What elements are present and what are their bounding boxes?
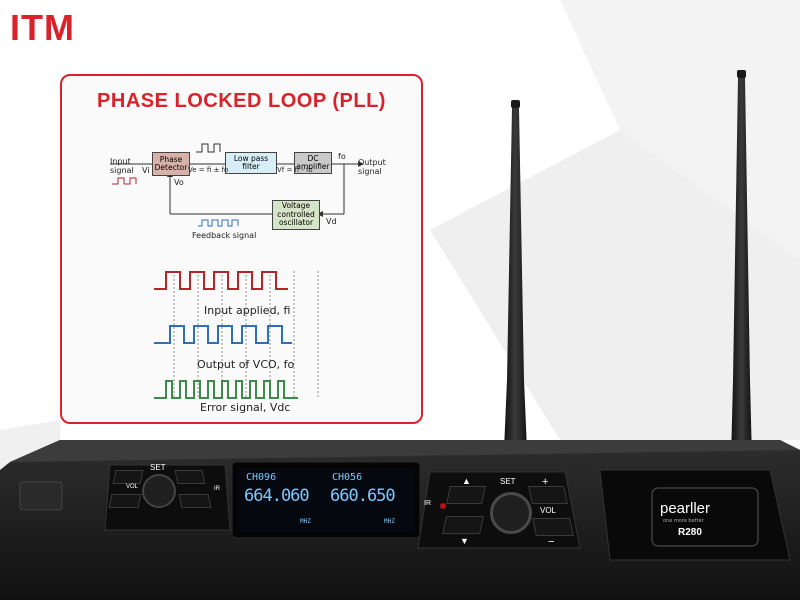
feedback-signal-wave [198,219,239,227]
left-vol-button[interactable] [178,494,212,508]
display-unit-a: MHZ [300,518,311,525]
right-minus-button[interactable] [532,518,574,536]
fo-label: fo [338,152,346,161]
antenna-right [731,78,752,460]
antenna-tip [511,100,520,108]
wave-vco [154,325,292,344]
low-pass-filter-block: Low pass filter [225,152,277,174]
input-signal-label: Input signal [110,157,134,175]
up-arrow-icon: ▲ [462,476,471,486]
antenna-tip [737,70,746,78]
left-vol-label: VOL [126,484,139,490]
ve-label: Ve = fi ± fo [188,166,229,174]
logo-subtext: Audio [74,36,103,47]
waveform-label-vco: Output of VCO, fo [197,358,295,371]
right-up-button[interactable] [446,486,486,504]
output-signal-label: Output signal [358,158,386,176]
ir-indicator-led [440,503,446,509]
right-ir-label: IR [424,500,431,507]
dc-amplifier-block: DC amplifier [294,152,332,174]
pll-diagram-card: PHASE LOCKED LOOP (PLL) Phase Detector L… [60,74,423,424]
waveform-label-error: Error signal, Vdc [200,401,291,414]
vco-block: Voltage controlled oscillator [272,200,320,230]
display-unit-b: MHZ [384,518,395,525]
brand-tagline: one more better [663,518,704,524]
left-volume-knob[interactable] [142,474,176,508]
brand-name: pearller [660,500,711,517]
signal-paths [110,163,358,215]
ir-window [19,481,63,511]
vd-label: Vd [326,217,337,226]
right-plus-button[interactable] [528,486,568,504]
left-set-label: SET [150,463,166,472]
left-up-button[interactable] [112,470,144,484]
display-channel-a: CH096 [246,472,277,483]
right-down-button[interactable] [442,516,484,534]
right-volume-knob[interactable] [490,492,532,534]
right-vol-label: VOL [540,506,557,515]
brand-frame [651,487,759,547]
model-number: R280 [678,527,702,538]
timing-guides [173,271,319,398]
left-ir-label: IR [214,486,220,492]
left-down-button[interactable] [108,494,142,508]
minus-icon: − [548,536,555,548]
display-freq-a: 664.060 [244,486,310,506]
display-channel-b: CH056 [332,472,363,483]
plus-icon: + [542,476,549,488]
brand-panel [599,469,791,561]
wave-error [154,380,298,399]
vo-label: Vo [174,178,184,187]
antenna-left [504,108,527,450]
left-set-button[interactable] [174,470,206,484]
feedback-signal-label: Feedback signal [192,231,257,240]
wave-input [154,271,288,290]
vf-label: Vf = fi - fo [277,166,313,174]
lcd-display: CH096 664.060 MHZ CH056 660.650 MHZ [238,468,414,532]
display-freq-b: 660.650 [330,486,396,506]
receiver-top-edge [10,440,800,462]
vi-label: Vi [142,166,150,175]
down-arrow-icon: ▼ [460,536,469,546]
detector-output-wave [196,143,221,153]
waveform-label-input: Input applied, fi [204,304,291,317]
diagram-title: PHASE LOCKED LOOP (PLL) [97,90,386,112]
timing-diagram [154,271,319,399]
itm-logo: ITM Audio [10,7,102,48]
logo-text: ITM [10,7,75,48]
phase-detector-block: Phase Detector [152,152,190,176]
input-signal-wave [112,177,137,185]
right-set-label: SET [500,477,516,486]
